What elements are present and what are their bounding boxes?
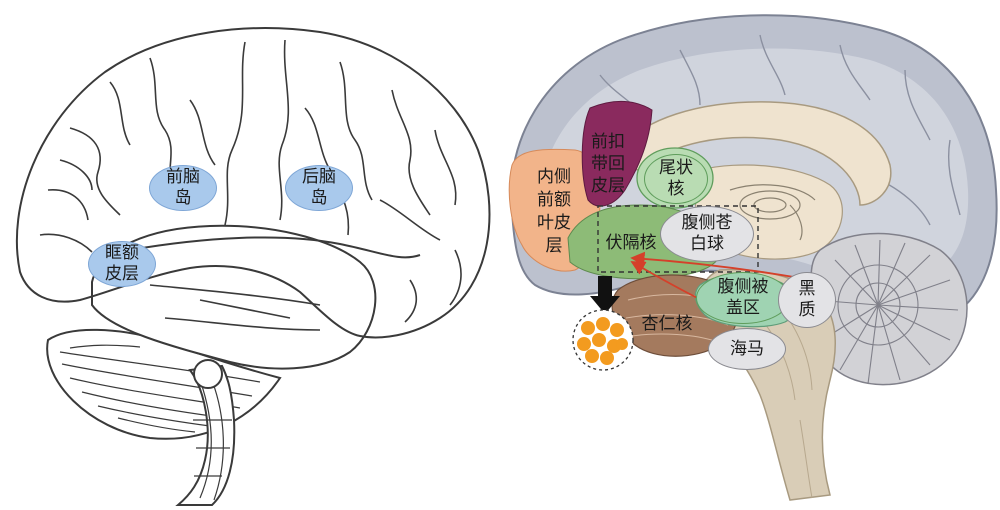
- label-hippocampus: 海马: [708, 328, 786, 370]
- label-ventral-tegmental-area: 腹侧被 盖区: [696, 272, 790, 324]
- dot-cluster: [572, 309, 634, 371]
- label-anterior-insula: 前脑 岛: [149, 165, 217, 211]
- label-ventral-pallidum: 腹侧苍 白球: [660, 206, 754, 262]
- pons-circle: [193, 359, 223, 389]
- output-arrow-down: [590, 276, 620, 314]
- label-medial-prefrontal-cortex: 内侧 前额 叶皮 层: [537, 167, 571, 256]
- lateral-brainstem: [175, 364, 236, 506]
- label-amygdala: 杏仁核: [641, 313, 693, 334]
- lateral-brain-illustration: [15, 27, 491, 506]
- sagittal-brain-illustration: [508, 14, 998, 501]
- label-substantia-nigra: 黑 质: [778, 272, 836, 328]
- label-anterior-cingulate-cortex: 前扣 带回 皮层: [591, 132, 625, 196]
- label-orbitofrontal-cortex: 眶额 皮层: [88, 241, 156, 287]
- temporal-lobe: [91, 224, 377, 370]
- anterior-cingulate-region: [581, 101, 653, 207]
- label-posterior-insula: 后脑 岛: [285, 165, 353, 211]
- label-septal-nucleus: 伏隔核: [605, 232, 657, 253]
- label-caudate-nucleus: 尾状 核: [644, 154, 708, 204]
- sagittal-cerebellum: [809, 232, 968, 386]
- dashed-region-box: [597, 205, 759, 273]
- cerebrum-outline: [15, 27, 491, 339]
